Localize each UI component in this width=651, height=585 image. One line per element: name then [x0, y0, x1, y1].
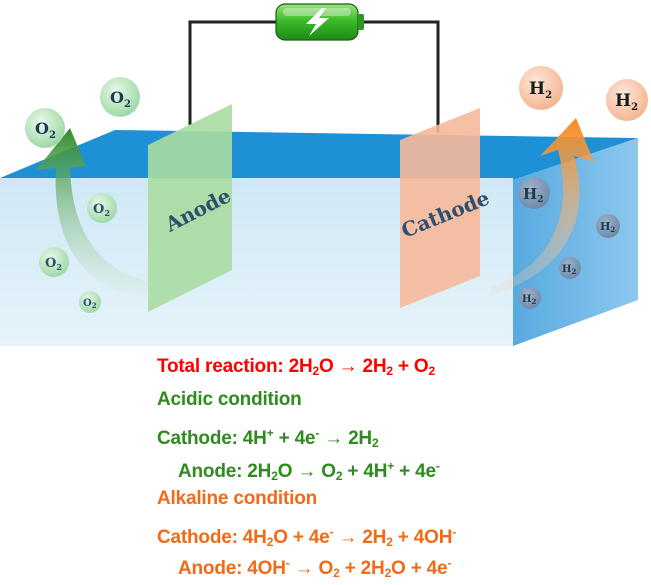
circuit-wire — [188, 20, 440, 133]
acidic-cathode-equation: Cathode: 4H+ + 4e- → 2H2 — [157, 426, 379, 450]
oxygen-bubble: O2 — [25, 108, 65, 148]
svg-text:O2: O2 — [83, 298, 97, 310]
water-tank — [0, 130, 638, 346]
oxygen-bubble: O2 — [87, 193, 117, 223]
anode-plate: Anode — [148, 104, 235, 312]
alkaline-anode-equation: Anode: 4OH- → O2 + 2H2O + 4e- — [178, 556, 452, 580]
oxygen-bubble: O2 — [100, 77, 140, 117]
alkaline-cathode-equation: Cathode: 4H2O + 4e- → 2H2 + 4OH- — [157, 525, 457, 549]
hydrogen-bubble: H2 — [606, 79, 648, 121]
hydrogen-bubble: H2 — [559, 257, 581, 279]
svg-text:O2: O2 — [93, 202, 110, 218]
svg-text:O2: O2 — [35, 119, 56, 141]
cathode-plate: Cathode — [398, 108, 493, 308]
hydrogen-rise-arrow — [490, 118, 594, 296]
hydrogen-bubble: H2 — [518, 177, 550, 209]
hydrogen-bubble: H2 — [519, 66, 563, 110]
svg-text:H2: H2 — [529, 79, 552, 101]
acidic-anode-equation: Anode: 2H2O → O2 + 4H+ + 4e- — [178, 459, 440, 483]
svg-text:O2: O2 — [45, 256, 62, 272]
svg-text:H2: H2 — [522, 294, 536, 306]
svg-text:H2: H2 — [615, 91, 638, 113]
hydrogen-bubble: H2 — [519, 287, 541, 309]
hydrogen-bubble: H2 — [596, 214, 620, 238]
total-reaction: Total reaction: 2H2O → 2H2 + O2 — [157, 356, 435, 378]
svg-text:H2: H2 — [562, 264, 576, 276]
oxygen-bubble: O2 — [39, 247, 69, 277]
svg-text:H2: H2 — [600, 220, 615, 234]
lightning-icon — [306, 8, 329, 36]
oxygen-bubble: O2 — [79, 291, 101, 313]
alkaline-heading: Alkaline condition — [157, 488, 318, 509]
acidic-heading: Acidic condition — [157, 389, 302, 410]
oxygen-rise-arrow — [36, 128, 150, 298]
svg-text:H2: H2 — [523, 185, 543, 205]
svg-text:O2: O2 — [110, 88, 131, 110]
